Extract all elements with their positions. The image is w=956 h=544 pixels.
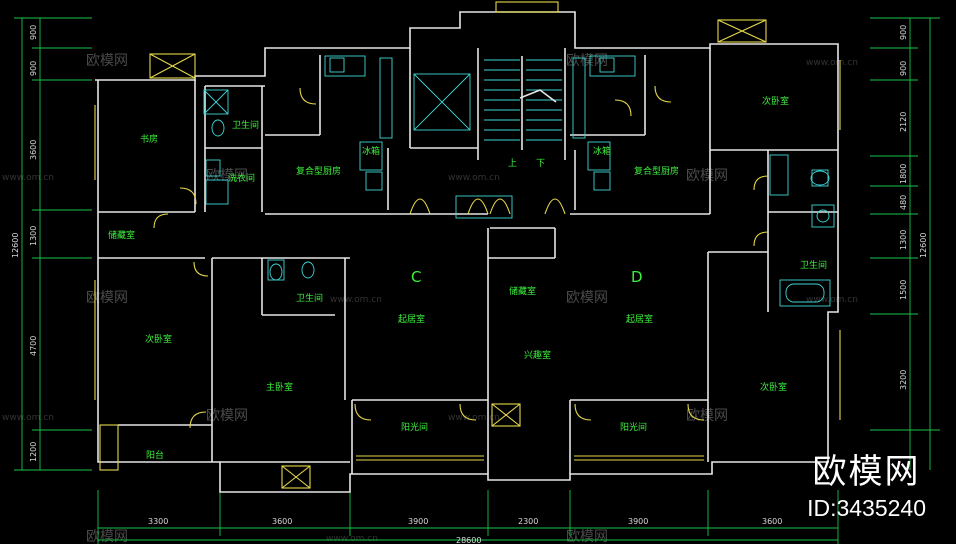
watermark-url: www.om.cn — [448, 173, 500, 183]
watermark-text: 欧模网 — [86, 529, 128, 544]
dim-bottom-3: 3900 — [408, 517, 428, 526]
watermark-text: 欧模网 — [206, 408, 248, 424]
room-label-living-room: 起居室 — [626, 313, 653, 325]
dim-left-1: 900 — [29, 25, 38, 40]
room-label-kitchen: 复合型厨房 — [296, 165, 341, 177]
dim-bottom-5: 3900 — [628, 517, 648, 526]
dim-bottom-4: 2300 — [518, 517, 538, 526]
dim-bottom-6: 3600 — [762, 517, 782, 526]
room-label-study: 书房 — [140, 133, 158, 145]
dim-bottom-1: 3300 — [148, 517, 168, 526]
watermark-text: 欧模网 — [566, 529, 608, 544]
dim-right-6: 1300 — [899, 230, 908, 250]
dim-left-4: 1300 — [29, 226, 38, 246]
fixtures — [203, 55, 835, 307]
dim-right-5: 480 — [899, 195, 908, 210]
room-label-secondary-bedroom: 次卧室 — [145, 333, 172, 345]
windows — [94, 1, 841, 489]
room-label-master-bedroom: 主卧室 — [266, 381, 293, 393]
room-label-bathroom: 卫生间 — [232, 119, 259, 131]
watermark-url: www.om.cn — [326, 534, 378, 544]
dim-left-6: 1200 — [29, 442, 38, 462]
room-label-kitchen: 复合型厨房 — [634, 165, 679, 177]
room-label-bathroom: 卫生间 — [800, 259, 827, 271]
walls — [95, 11, 839, 493]
room-label-sunroom: 阳光间 — [401, 421, 428, 433]
brand-name: 欧模网 — [812, 452, 921, 492]
watermark-url: www.om.cn — [806, 58, 858, 68]
watermark-text: 欧模网 — [566, 290, 608, 306]
watermark-text: 欧模网 — [566, 53, 608, 69]
dimension-texts: 900 900 3600 1300 4700 1200 12600 900 90… — [11, 25, 928, 544]
room-label-storage: 储藏室 — [509, 285, 536, 297]
room-label-fridge: 冰箱 — [593, 145, 611, 157]
stair-down-label: 下 — [536, 159, 545, 169]
dim-right-total: 12600 — [919, 233, 928, 258]
dimension-lines — [14, 17, 940, 544]
stair-treads — [484, 56, 562, 150]
dim-bottom-2: 3600 — [272, 517, 292, 526]
room-labels: 书房 卫生间 洗衣间 储藏室 次卧室 主卧室 卫生间 阳台 复合型厨房 冰箱 起… — [108, 95, 827, 461]
room-label-bathroom: 卫生间 — [296, 292, 323, 304]
room-label-secondary-bedroom: 次卧室 — [762, 95, 789, 107]
brand-id: ID:3435240 — [807, 495, 926, 521]
dim-left-total: 12600 — [11, 233, 20, 258]
stair-up-label: 上 — [508, 158, 517, 169]
watermark-text: 欧模网 — [86, 290, 128, 306]
dim-right-1: 900 — [899, 25, 908, 40]
watermark-url: www.om.cn — [2, 413, 54, 423]
dim-right-4: 1800 — [899, 164, 908, 184]
watermark-url: www.om.cn — [448, 413, 500, 423]
room-label-sunroom: 阳光间 — [620, 421, 647, 433]
dim-left-5: 4700 — [29, 336, 38, 356]
room-label-hobby-room: 兴趣室 — [524, 349, 551, 361]
watermark-text: 欧模网 — [86, 53, 128, 69]
dim-left-3: 3600 — [29, 140, 38, 160]
room-label-living-room: 起居室 — [398, 313, 425, 325]
brand-watermark: 欧模网 ID:3435240 — [807, 444, 926, 522]
watermark-url: www.om.cn — [330, 295, 382, 305]
dim-right-7: 1500 — [899, 280, 908, 300]
unit-c-marker: C — [411, 268, 421, 286]
room-label-laundry: 洗衣间 — [228, 172, 255, 184]
dim-right-8: 3200 — [899, 370, 908, 390]
dim-bottom-total: 28600 — [456, 536, 481, 544]
dim-left-2: 900 — [29, 61, 38, 76]
room-label-storage: 储藏室 — [108, 229, 135, 241]
watermark-text: 欧模网 — [686, 168, 728, 184]
room-label-fridge: 冰箱 — [362, 145, 380, 157]
dim-right-2: 900 — [899, 61, 908, 76]
watermark-layer: 欧模网 欧模网 www.om.cn 欧模网 欧模网 www.om.cn www.… — [2, 53, 858, 544]
watermark-text: 欧模网 — [686, 408, 728, 424]
dim-right-3: 2120 — [899, 112, 908, 132]
watermark-url: www.om.cn — [806, 295, 858, 305]
watermark-url: www.om.cn — [2, 173, 54, 183]
unit-d-marker: D — [631, 268, 643, 286]
room-label-secondary-bedroom: 次卧室 — [760, 381, 787, 393]
room-label-balcony: 阳台 — [146, 449, 164, 461]
